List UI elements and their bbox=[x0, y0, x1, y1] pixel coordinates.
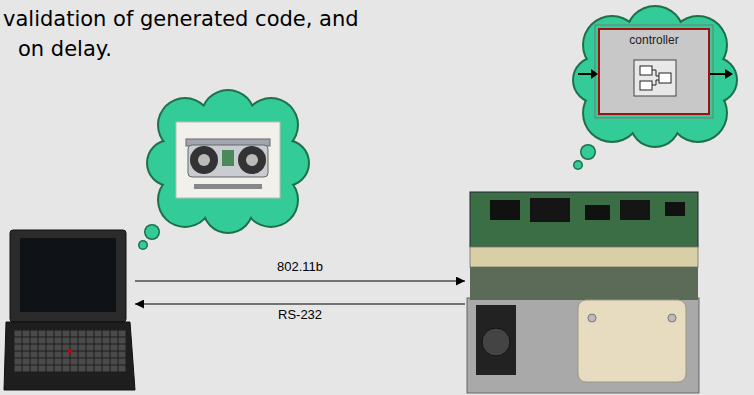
link-arrow bbox=[135, 303, 465, 304]
controller-block: controller bbox=[598, 28, 710, 115]
icon-block bbox=[640, 81, 652, 90]
robot-circuit bbox=[222, 150, 234, 166]
icon-wire bbox=[652, 70, 659, 85]
link-arrow bbox=[135, 280, 465, 281]
robot-wheel bbox=[190, 146, 218, 174]
icon-block bbox=[640, 66, 652, 75]
robot-shadow bbox=[194, 184, 262, 189]
chip bbox=[530, 198, 570, 222]
laptop-lid bbox=[10, 230, 126, 322]
robot-wheel bbox=[238, 146, 266, 174]
wheel-hub bbox=[198, 154, 210, 166]
chip bbox=[585, 205, 610, 220]
laptop-picture bbox=[4, 230, 135, 390]
slide-text: validation of generated code, and bbox=[3, 6, 359, 32]
serial-cable-plug bbox=[578, 300, 686, 382]
laptop-computer bbox=[5, 228, 135, 392]
thought-cloud bbox=[572, 5, 738, 170]
photo-frame bbox=[176, 122, 280, 198]
robot-body bbox=[188, 145, 268, 177]
subsystem-icon bbox=[634, 60, 676, 96]
plug-screw bbox=[588, 314, 596, 322]
block-fill bbox=[598, 28, 710, 115]
output-arrowhead bbox=[725, 69, 733, 79]
plug-screw bbox=[668, 314, 676, 322]
input-port bbox=[578, 73, 592, 75]
slide-text: on delay. bbox=[18, 36, 112, 62]
output-port bbox=[710, 73, 726, 75]
block-outline bbox=[595, 25, 713, 118]
base-board bbox=[470, 267, 698, 300]
thought-cloud bbox=[138, 89, 310, 250]
laptop-screen bbox=[20, 238, 116, 312]
trackpoint bbox=[68, 349, 72, 353]
block-label: controller bbox=[600, 30, 708, 47]
chip bbox=[665, 202, 685, 216]
board-case bbox=[467, 298, 699, 393]
link-label: RS-232 bbox=[275, 307, 325, 323]
board-picture bbox=[467, 192, 699, 393]
card-slot bbox=[470, 247, 698, 267]
wheel-hub bbox=[246, 154, 258, 166]
chip bbox=[620, 200, 650, 220]
power-connector bbox=[476, 305, 516, 375]
laptop-base bbox=[4, 322, 135, 390]
controller-block-art bbox=[578, 25, 733, 118]
chip bbox=[490, 200, 520, 220]
power-jack bbox=[482, 328, 510, 356]
embedded-board bbox=[465, 190, 700, 393]
icon-block bbox=[659, 73, 671, 83]
laptop-keyboard bbox=[14, 330, 126, 372]
circuit-board bbox=[470, 192, 698, 247]
input-arrowhead bbox=[591, 69, 598, 79]
robot-photo bbox=[176, 122, 280, 198]
link-label: 802.11b bbox=[274, 259, 326, 275]
